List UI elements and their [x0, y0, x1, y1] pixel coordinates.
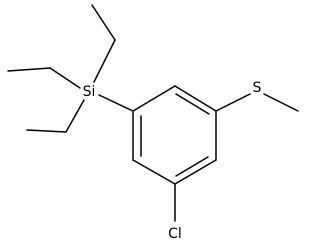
- ring-bond: [132, 85, 176, 112]
- ring-inner-double-bond: [175, 156, 209, 177]
- ring-bond: [174, 85, 217, 112]
- ring-inner-double-bond: [175, 93, 210, 115]
- ring-to-silicon-bond: [98, 94, 134, 112]
- structure-diagram: Si S Cl: [7, 4, 299, 242]
- atom-label-chlorine: Cl: [168, 226, 182, 242]
- ring-bond: [132, 159, 176, 185]
- sulfur-to-methyl-bond: [263, 93, 299, 112]
- ethyl-bond: [91, 4, 116, 41]
- ethyl-bond: [49, 67, 81, 89]
- ethyl-bond: [26, 129, 67, 133]
- ethyl-bond: [93, 39, 116, 83]
- methylthio-group: [215, 93, 299, 112]
- ethyl-bond: [7, 67, 51, 72]
- ring-to-sulfur-bond: [215, 93, 251, 112]
- triethylsilyl-group: [7, 4, 134, 133]
- ring-bond: [174, 159, 217, 185]
- benzene-ring: [132, 85, 217, 185]
- atom-label-sulfur: S: [253, 80, 262, 96]
- ethyl-bond: [65, 99, 85, 133]
- atom-label-silicon: Si: [83, 84, 96, 100]
